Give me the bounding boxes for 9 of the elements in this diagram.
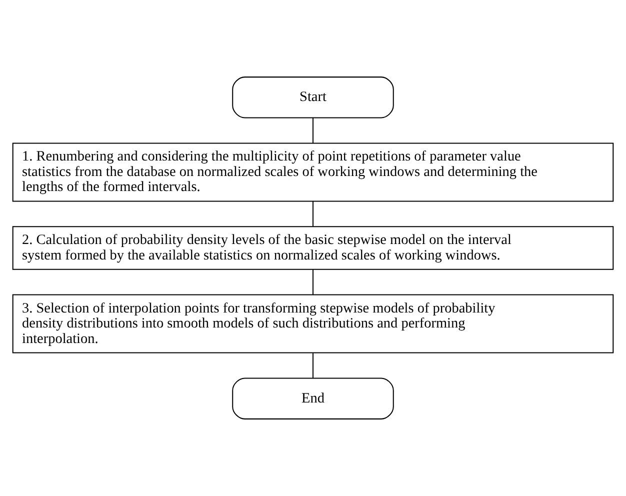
node-box: 1. Renumbering and considering the multiplicity of point repetitions of parameter value statistics from the database on normalized scales of working windows and determining the lengths of the formed intervals.	[12, 142, 614, 202]
connector	[312, 202, 314, 226]
node-box: Start	[232, 76, 394, 118]
node-box: 3. Selection of interpolation points for transforming stepwise models of probability density distributions into smooth models of such distributions and performing interpolation.	[12, 294, 614, 354]
connector	[312, 270, 314, 295]
node-box: End	[232, 378, 394, 420]
connector	[312, 353, 314, 378]
node-box: 2. Calculation of probability density levels of the basic stepwise model on the interval system formed by the available statistics on normalized scales of working windows.	[12, 226, 614, 270]
connector	[312, 118, 314, 144]
